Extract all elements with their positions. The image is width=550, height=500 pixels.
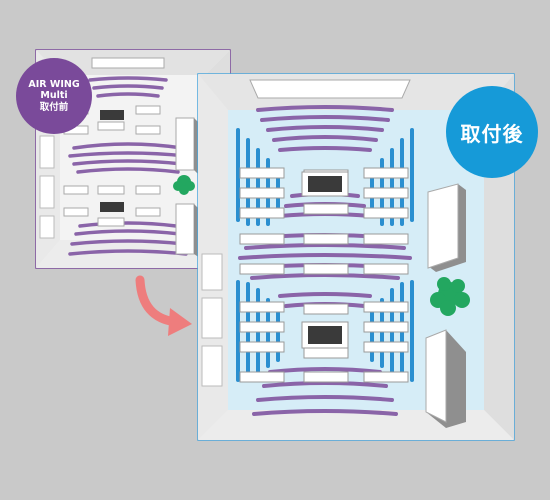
- cabinet-icon: [427, 183, 466, 272]
- after-window: [201, 345, 223, 387]
- desk-icon: [363, 371, 409, 383]
- desk-icon: [239, 263, 285, 275]
- desk-icon: [363, 341, 409, 353]
- before-ceiling-vent: [91, 57, 165, 69]
- desk-icon: [303, 203, 349, 215]
- curved-arrow-icon: [135, 275, 192, 336]
- cabinet-icon: [175, 117, 195, 171]
- desk-icon: [135, 207, 161, 217]
- desk-icon: [363, 263, 409, 275]
- desk-icon: [97, 185, 125, 195]
- before-badge-line: Multi: [40, 90, 68, 102]
- after-window: [201, 297, 223, 339]
- before-badge-line: 取付前: [39, 101, 69, 113]
- before-badge-line: AIR WING: [28, 78, 80, 90]
- before-window: [39, 215, 55, 239]
- ceiling-unit-icon: [301, 171, 349, 197]
- ceiling-unit-icon: [100, 202, 124, 212]
- desk-icon: [135, 185, 161, 195]
- cabinet-icon: [175, 203, 195, 255]
- desk-icon: [303, 303, 349, 315]
- desk-icon: [363, 187, 409, 199]
- before-airflow: [68, 76, 188, 256]
- after-desks: [239, 167, 409, 383]
- after-room: [197, 73, 515, 441]
- desk-icon: [363, 207, 409, 219]
- desk-icon: [363, 301, 409, 313]
- desk-icon: [135, 125, 161, 135]
- desk-icon: [97, 217, 125, 227]
- desk-icon: [303, 233, 349, 245]
- desk-icon: [135, 105, 161, 115]
- after-badge: 取付後: [446, 86, 538, 178]
- desk-icon: [239, 321, 285, 333]
- desk-icon: [63, 207, 89, 217]
- ceiling-unit-icon: [100, 110, 124, 120]
- after-front-floor: [198, 410, 514, 440]
- after-window: [201, 253, 223, 291]
- before-badge: AIR WING Multi 取付前: [16, 58, 92, 134]
- desk-icon: [239, 341, 285, 353]
- desk-icon: [239, 207, 285, 219]
- desk-icon: [303, 263, 349, 275]
- cabinet-icon: [425, 329, 466, 428]
- desk-icon: [97, 121, 125, 131]
- desk-icon: [63, 185, 89, 195]
- desk-icon: [239, 167, 285, 179]
- plant-icon: [173, 175, 195, 195]
- desk-icon: [239, 371, 285, 383]
- desk-icon: [363, 167, 409, 179]
- before-window: [39, 135, 55, 169]
- desk-icon: [239, 187, 285, 199]
- after-ceiling-vent: [249, 79, 411, 99]
- desk-icon: [303, 371, 349, 383]
- after-badge-label: 取付後: [460, 121, 524, 146]
- desk-icon: [303, 347, 349, 359]
- desk-icon: [363, 321, 409, 333]
- desk-icon: [363, 233, 409, 245]
- ceiling-unit-icon: [301, 321, 349, 349]
- plant-icon: [430, 277, 470, 316]
- before-window: [39, 175, 55, 209]
- desk-icon: [239, 233, 285, 245]
- desk-icon: [239, 301, 285, 313]
